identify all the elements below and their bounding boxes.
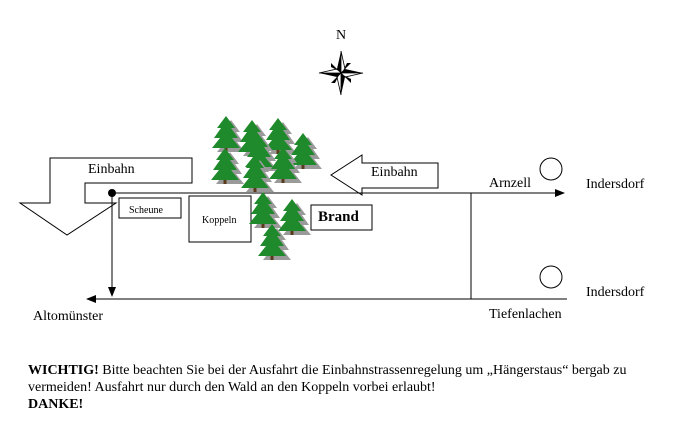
one-way-arrow-left — [18, 157, 193, 236]
indersdorf-top-label: Indersdorf — [586, 177, 645, 192]
notice-lead: WICHTIG! — [28, 363, 99, 378]
koppeln-box — [188, 195, 252, 243]
brand-label: Brand — [318, 209, 359, 225]
einbahn-left-label: Einbahn — [88, 162, 135, 177]
altomuenster-label: Altomünster — [33, 309, 103, 324]
tiefenlachen-label: Tiefenlachen — [489, 307, 562, 322]
indersdorf-bottom-marker — [539, 265, 563, 289]
notice-thanks: DANKE! — [28, 397, 84, 412]
scheune-label: Scheune — [129, 205, 163, 216]
indersdorf-bottom-label: Indersdorf — [586, 285, 645, 300]
one-way-arrow-right — [330, 154, 439, 196]
arnzell-label: Arnzell — [489, 176, 531, 191]
indersdorf-top-marker — [539, 157, 563, 181]
forest-upper — [211, 116, 322, 192]
notice-text: WICHTIG! Bitte beachten Sie bei der Ausf… — [28, 362, 668, 413]
forest-lower — [249, 192, 311, 260]
einbahn-right-label: Einbahn — [371, 165, 418, 180]
koppeln-label: Koppeln — [202, 215, 237, 226]
junction-dot — [108, 189, 116, 197]
notice-body: Bitte beachten Sie bei der Ausfahrt die … — [28, 363, 627, 395]
compass-rose-icon — [318, 50, 364, 96]
compass-north-label: N — [336, 28, 347, 43]
brand-box — [310, 204, 373, 231]
scheune-box — [118, 197, 182, 219]
